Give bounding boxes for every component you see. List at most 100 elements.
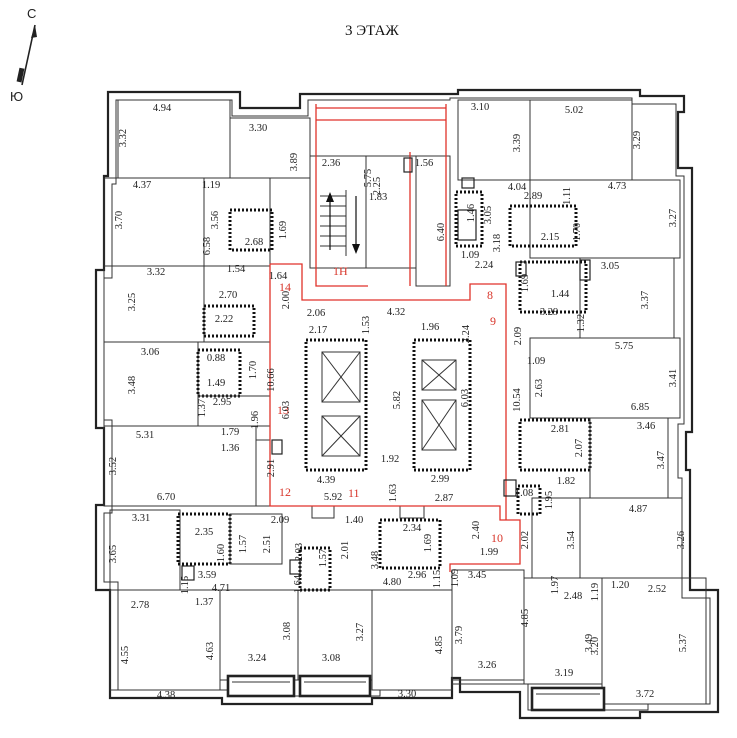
dimension-label: 3.18	[492, 234, 503, 252]
dimension-label: 3.31	[132, 513, 150, 524]
dimension-label: 1.15	[180, 576, 191, 594]
dimension-label: 1.95	[544, 491, 555, 509]
dimension-label: 1.09	[527, 356, 545, 367]
dimension-label: 4.73	[608, 181, 626, 192]
dimension-label: 3.32	[118, 129, 129, 147]
dimension-label: 1.15	[432, 570, 443, 588]
dimension-label: 1.40	[345, 515, 363, 526]
dimension-label: 1.99	[480, 547, 498, 558]
compass-south-label: Ю	[10, 89, 23, 104]
dimension-label: 3.25	[127, 293, 138, 311]
dimension-label: 1.82	[557, 476, 575, 487]
dimension-label: 3.32	[147, 267, 165, 278]
dimension-label: 2.36	[322, 158, 340, 169]
compass-north-label: С	[27, 6, 36, 21]
dimension-label: 1.56	[415, 158, 433, 169]
dimension-label: 1.09	[461, 250, 479, 261]
dimension-label: 3.41	[668, 369, 679, 387]
dimension-label: 1.44	[551, 289, 570, 300]
dimension-label: 4.39	[317, 475, 335, 486]
dimension-label: 5.37	[678, 634, 689, 652]
dimension-label: 4.80	[383, 577, 401, 588]
dimension-label: 3.08	[322, 653, 340, 664]
dimension-label: 4.87	[629, 504, 647, 515]
dimension-label: 4.85	[520, 609, 531, 627]
dimension-label: 3.20	[590, 637, 601, 655]
dimension-label: 4.71	[212, 583, 230, 594]
dimension-label: 1.09	[450, 569, 461, 587]
dimension-label: 1.37	[195, 597, 213, 608]
dimension-label: 5.82	[392, 391, 403, 409]
dimension-label: 1.92	[381, 454, 399, 465]
dimension-label: 1.19	[202, 180, 220, 191]
dimension-label: 3.26	[478, 660, 496, 671]
dimension-label: 4.32	[387, 307, 405, 318]
dimension-label: 1.57	[238, 535, 249, 553]
staircase-icon	[320, 190, 360, 256]
dimension-label: 2.52	[648, 584, 666, 595]
dimension-label: 2.95	[213, 397, 231, 408]
dimension-label: 2.15	[541, 232, 559, 243]
dimension-label: 4.55	[120, 646, 131, 664]
building-outline	[94, 88, 720, 720]
central-core	[304, 155, 472, 519]
dimension-label: 1.32	[576, 314, 587, 332]
floor-title: 3 ЭТАЖ	[345, 23, 399, 39]
dimension-label: 2.87	[435, 493, 453, 504]
dimension-label: 3.29	[632, 131, 643, 149]
dimension-label: 1.63	[388, 484, 399, 502]
dimension-label: 1.70	[248, 361, 259, 379]
dimension-label: 4.85	[434, 636, 445, 654]
dimension-label: 1.70	[572, 223, 583, 241]
dimension-label: 2.09	[513, 327, 524, 345]
dimension-label: 3.79	[454, 626, 465, 644]
dimension-label: 3.29	[540, 307, 558, 318]
dimension-label: 1.64	[293, 574, 304, 593]
dimension-label: 1.69	[278, 221, 289, 239]
dimension-label: 1.96	[250, 411, 261, 429]
dimension-label: 3.24	[248, 653, 267, 664]
dimension-label: 2.40	[471, 521, 482, 539]
dimension-label: 4.63	[205, 642, 216, 660]
dimension-label: 5.75	[615, 341, 633, 352]
dimension-label: 3.26	[676, 531, 687, 549]
dimension-label: 6.85	[631, 402, 649, 413]
dimension-label: 1.64	[269, 271, 288, 282]
right-apartments	[451, 99, 707, 712]
dimension-label: 3.56	[210, 211, 221, 229]
dimension-label: 2.51	[262, 535, 273, 553]
dimension-label: 6.03	[281, 401, 292, 419]
dimension-label: 4.04	[508, 182, 527, 193]
dimension-label: 2.00	[281, 291, 292, 309]
dimension-label: 3.37	[640, 291, 651, 309]
dimension-label: 1.69	[423, 534, 434, 552]
dimension-label: 0.88	[207, 353, 225, 364]
dimension-label: 2.89	[524, 191, 542, 202]
dimension-label: 2.01	[340, 541, 351, 559]
dimension-label: 2.63	[534, 379, 545, 397]
dimension-label: 5.02	[565, 105, 583, 116]
compass-icon: С Ю	[10, 6, 37, 104]
dimension-label: 2.96	[408, 570, 426, 581]
dimension-label: 3.52	[108, 457, 119, 475]
dimension-label: 3.45	[468, 570, 486, 581]
dimension-label: 2.09	[271, 515, 289, 526]
dimension-label: 1.37	[197, 399, 208, 417]
fixtures	[181, 157, 591, 581]
dimension-label: 6.58	[202, 237, 213, 255]
zone-13-label: 13	[277, 403, 289, 417]
dimension-label: 3.19	[555, 668, 573, 679]
dimension-label: 4.37	[133, 180, 151, 191]
dimension-label: 10.54	[512, 387, 523, 411]
dimension-label: 5.75	[363, 169, 374, 187]
dimension-label: 2.02	[520, 531, 531, 549]
dimension-label: 6.70	[157, 492, 175, 503]
dimension-label: 4.94	[153, 103, 172, 114]
dimension-label: 1.60	[216, 544, 227, 562]
dimension-label: 1.46	[466, 204, 477, 222]
zone-8-label: 8	[487, 288, 493, 302]
dimension-label: 1.49	[207, 378, 225, 389]
dimension-label: 3.47	[656, 451, 667, 469]
dimension-label: 1.20	[611, 580, 629, 591]
